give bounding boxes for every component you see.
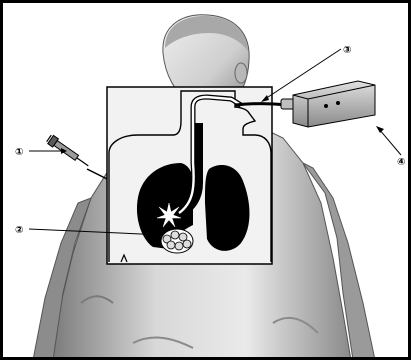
syringe-icon: [46, 134, 91, 170]
callout-3: ③: [343, 45, 351, 56]
ear-shape: [235, 63, 247, 83]
callout-1: ①: [15, 147, 23, 158]
leader-line-4: [379, 129, 401, 155]
tumor-cluster-icon: [161, 229, 193, 253]
cutaway-panel: [107, 87, 272, 264]
diagram-canvas: ① ② ③ ④: [3, 3, 411, 360]
callout-4: ④: [397, 157, 405, 168]
callout-2: ②: [15, 225, 23, 236]
monitor-device-icon: [293, 81, 375, 127]
